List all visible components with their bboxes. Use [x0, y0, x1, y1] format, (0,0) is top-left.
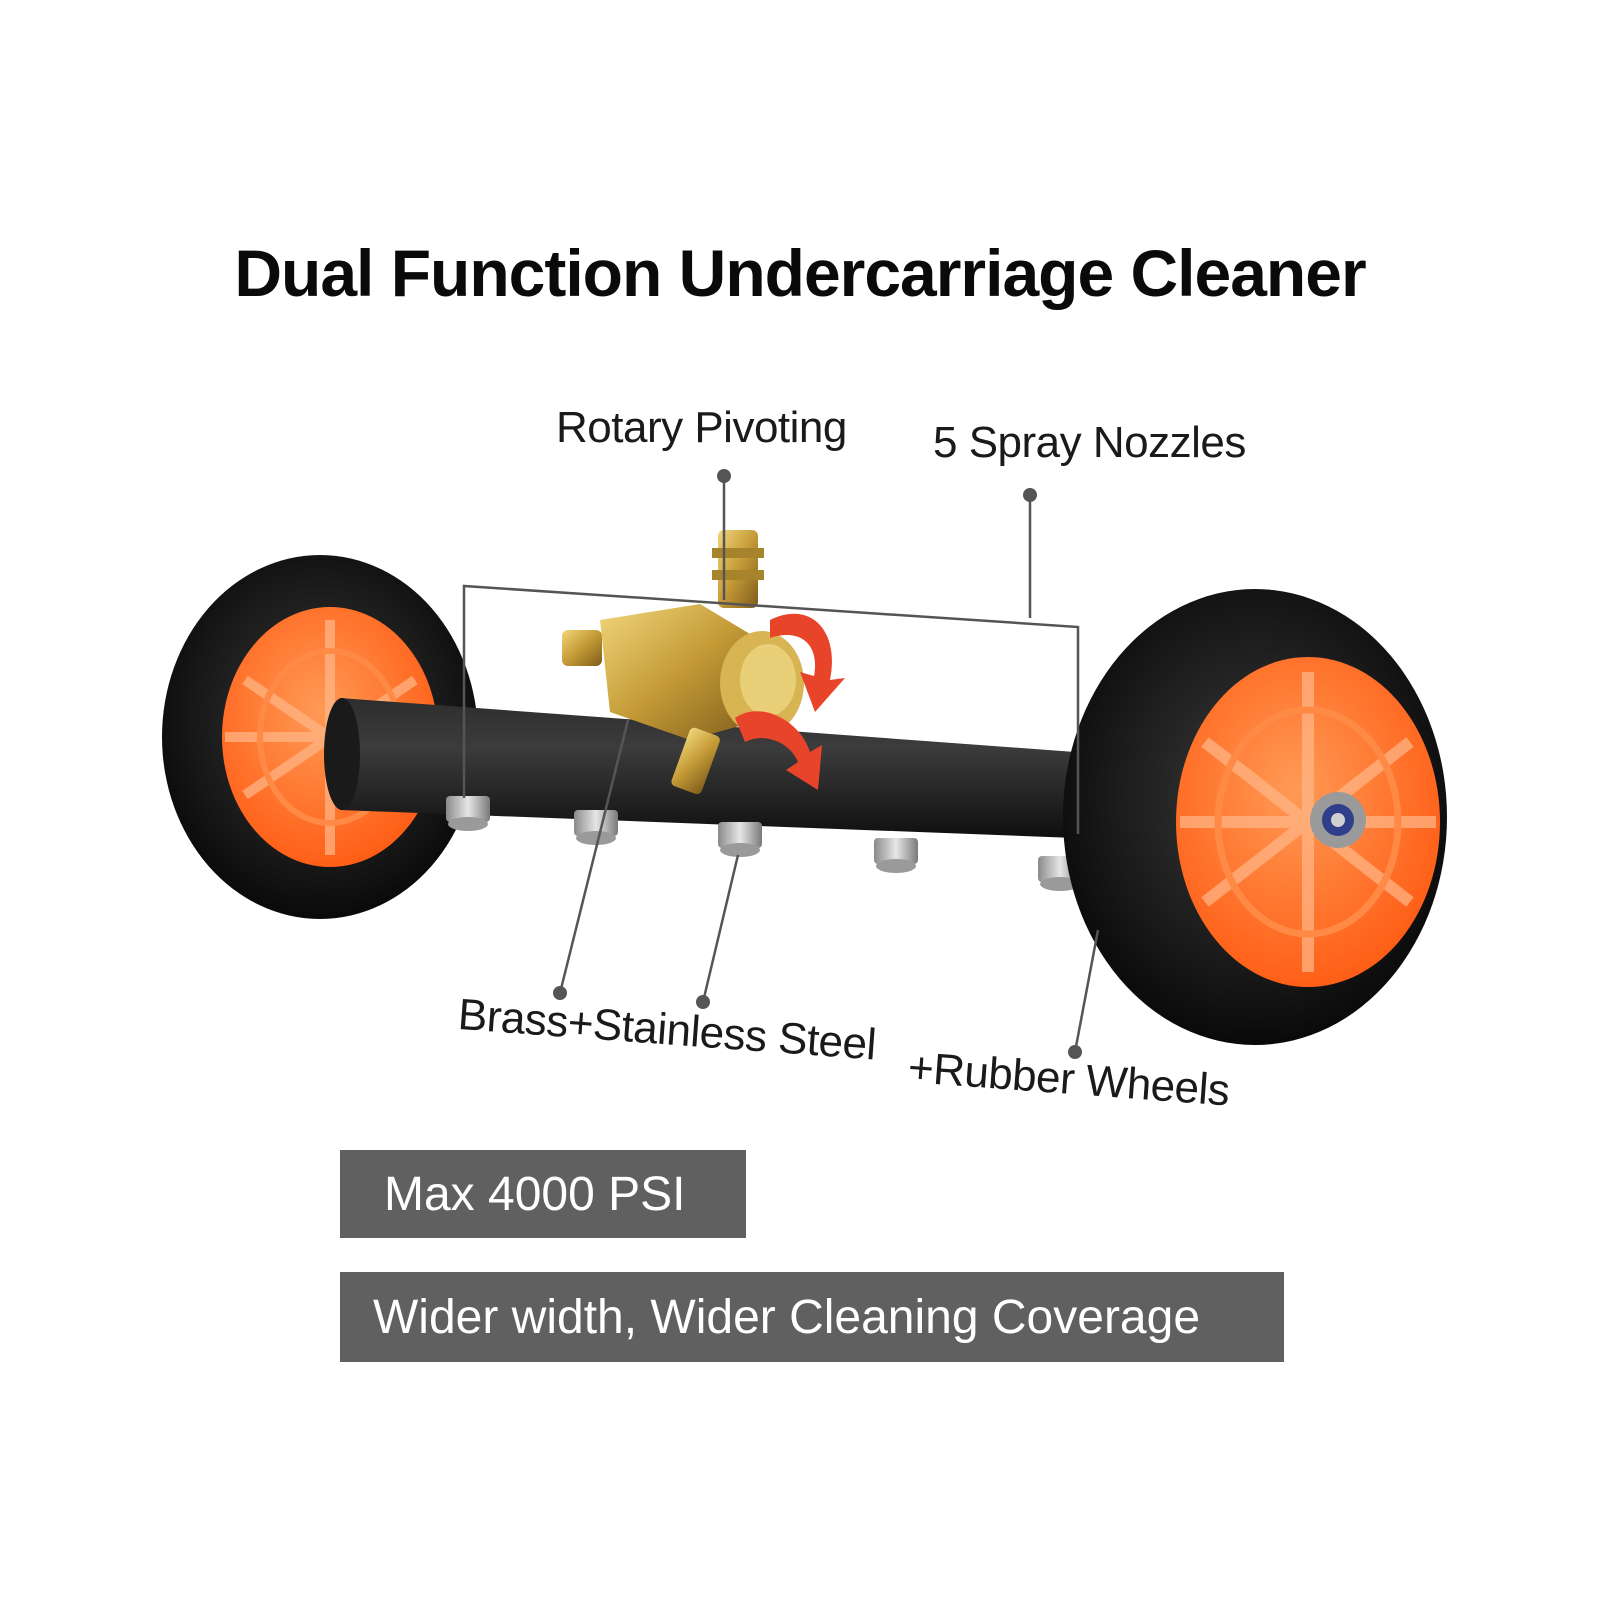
page-title: Dual Function Undercarriage Cleaner [234, 236, 1366, 310]
rotation-arrows [735, 613, 845, 790]
callout-spray-nozzles: 5 Spray Nozzles [933, 418, 1246, 467]
callout-lines [462, 476, 1100, 1053]
callout-dots [553, 469, 1082, 1059]
brass-swivel-fitting [562, 530, 804, 795]
callout-rotary-pivoting: Rotary Pivoting [556, 403, 847, 452]
coverage-badge: Wider width, Wider Cleaning Coverage [340, 1272, 1284, 1362]
pressure-badge: Max 4000 PSI [340, 1150, 746, 1238]
right-wheel [1063, 589, 1447, 1045]
